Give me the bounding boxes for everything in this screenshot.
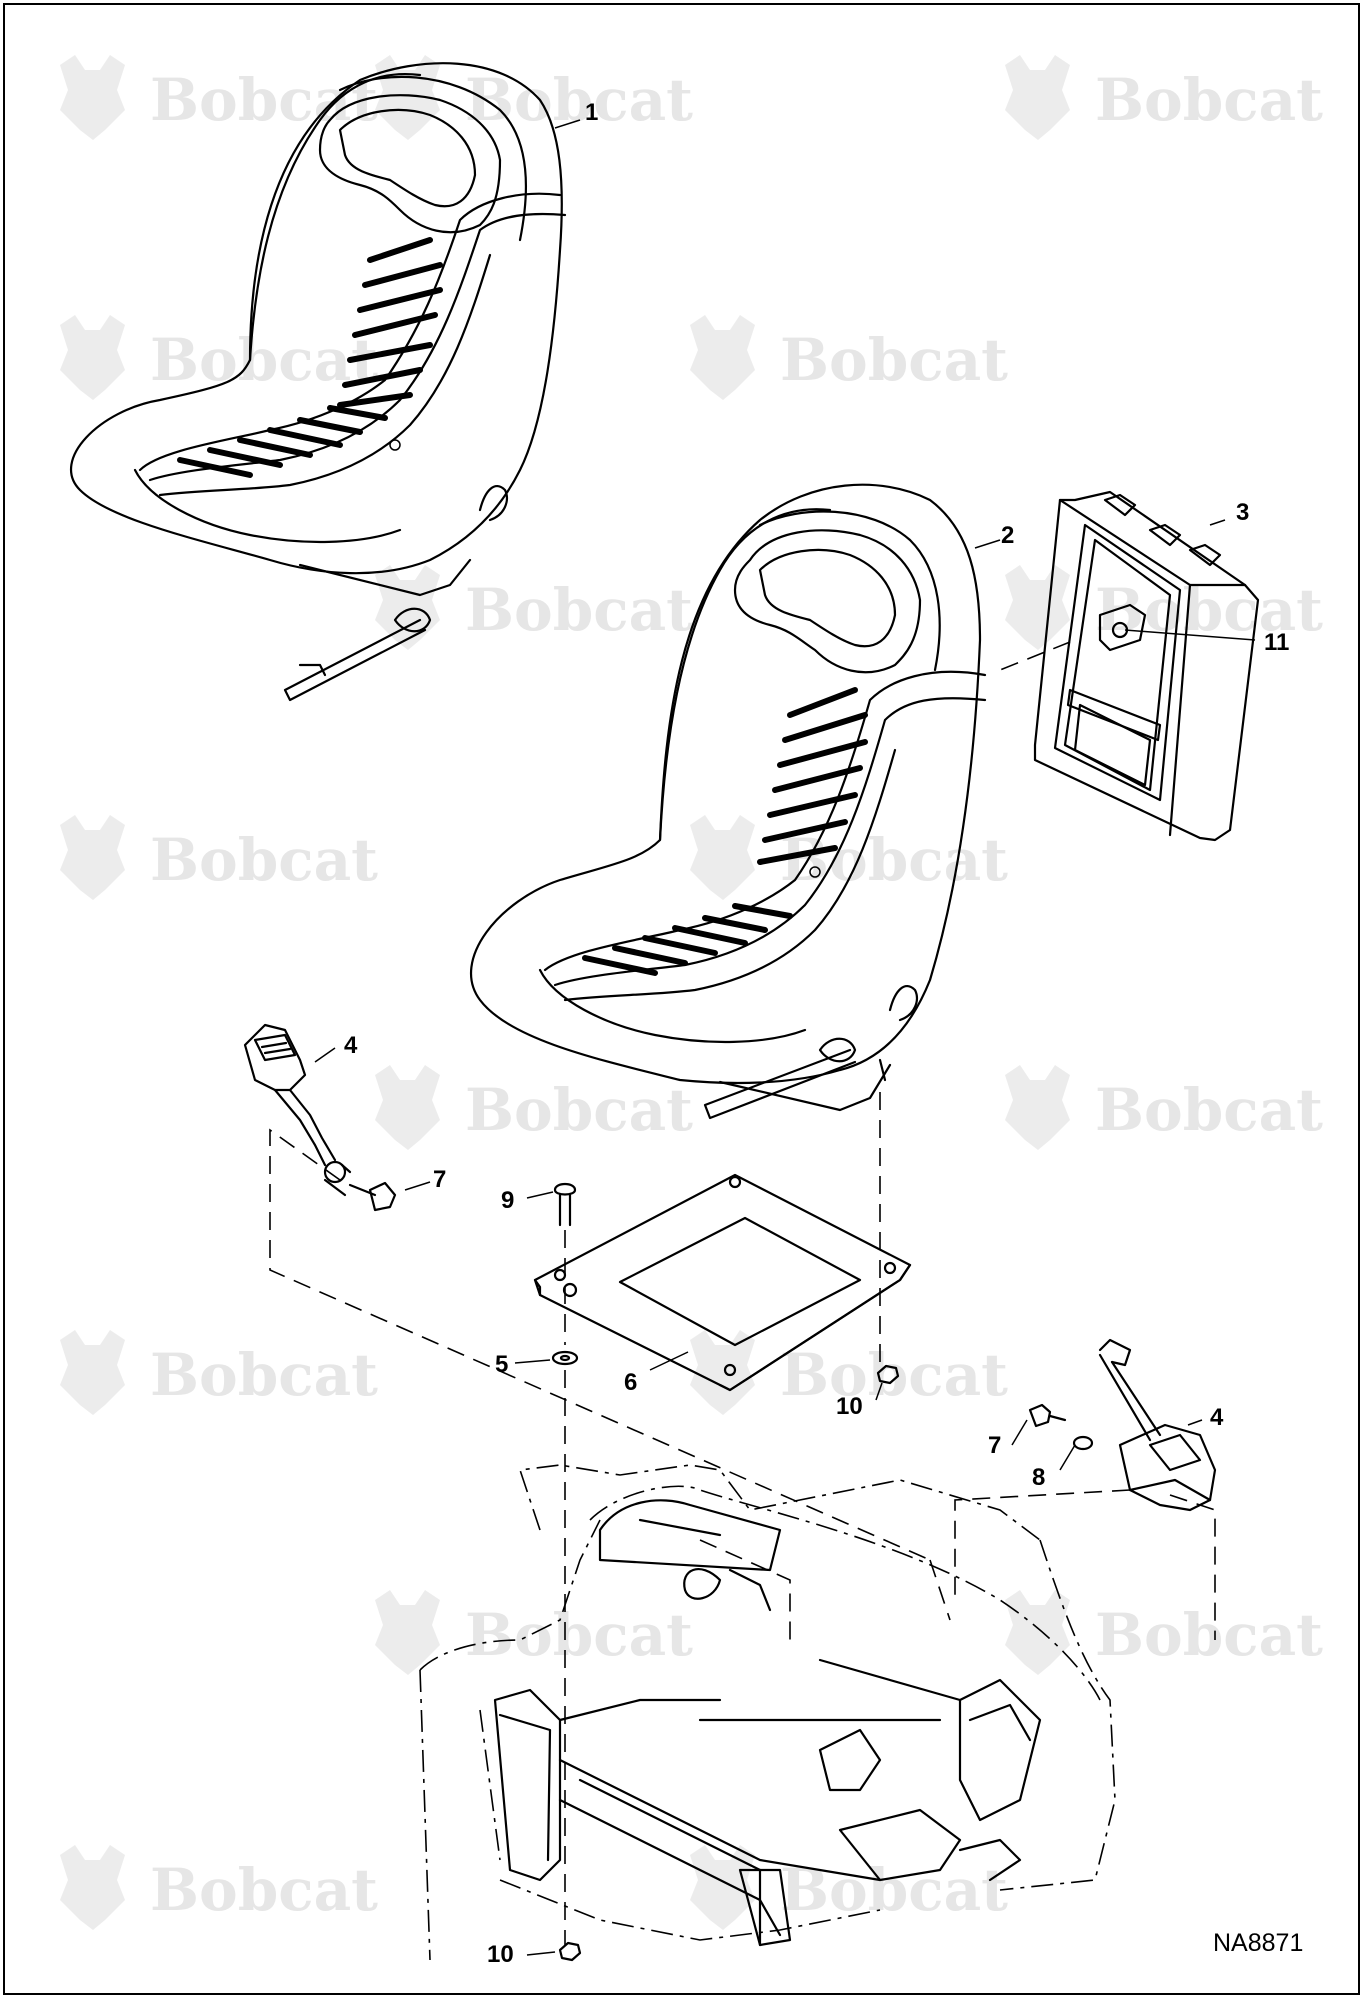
watermark: Bobcat xyxy=(375,565,693,650)
callout-2: 2 xyxy=(1001,522,1014,549)
watermark-text: Bobcat xyxy=(150,1856,378,1924)
callout-10-top: 10 xyxy=(836,1393,863,1420)
assembly-lines xyxy=(269,641,1216,1945)
callout-labels: 1 2 3 11 4 7 9 5 6 10 4 7 8 10 xyxy=(344,99,1289,1968)
watermark-text: Bobcat xyxy=(465,576,693,644)
watermark-text: Bobcat xyxy=(465,1601,693,1669)
callout-4-right: 4 xyxy=(1210,1404,1224,1431)
bobcat-logo-icon xyxy=(375,1065,440,1150)
seat-2 xyxy=(469,483,987,1120)
bobcat-logo-icon xyxy=(690,815,755,900)
watermark-text: Bobcat xyxy=(780,826,1008,894)
bobcat-logo-icon xyxy=(60,1330,125,1415)
watermark: Bobcat xyxy=(60,1330,378,1415)
watermark-text: Bobcat xyxy=(780,1856,1008,1924)
bobcat-logo-icon xyxy=(1005,1590,1070,1675)
watermark-text: Bobcat xyxy=(1095,1601,1323,1669)
seat-belt-buckle-right xyxy=(1098,1338,1217,1512)
bobcat-logo-icon xyxy=(375,1590,440,1675)
leader-lines xyxy=(314,119,1256,1956)
fasteners xyxy=(551,1182,1094,1962)
watermark: Bobcat xyxy=(60,815,378,900)
watermark: Bobcat xyxy=(375,1590,693,1675)
seat-back-panel-3 xyxy=(1033,490,1260,842)
watermark: Bobcat xyxy=(60,1845,378,1930)
bobcat-logo-icon xyxy=(60,315,125,400)
callout-11: 11 xyxy=(1264,629,1289,656)
watermark: Bobcat xyxy=(1005,1065,1323,1150)
watermark-text: Bobcat xyxy=(465,66,693,134)
watermark-text: Bobcat xyxy=(780,326,1008,394)
diagram-frame xyxy=(3,3,1360,1995)
bobcat-logo-icon xyxy=(1005,1065,1070,1150)
watermark: Bobcat xyxy=(1005,55,1323,140)
watermark: Bobcat xyxy=(375,1065,693,1150)
watermark: Bobcat xyxy=(690,1330,1008,1415)
seat-1 xyxy=(69,62,567,702)
machine-frame xyxy=(419,1464,1116,1961)
watermark-text: Bobcat xyxy=(150,326,378,394)
figure-id: NA8871 xyxy=(1213,1929,1303,1957)
watermark-text: Bobcat xyxy=(150,1341,378,1409)
callout-7-right: 7 xyxy=(988,1432,1001,1459)
bobcat-logo-icon xyxy=(1005,565,1070,650)
callout-6: 6 xyxy=(624,1369,637,1396)
watermark-text: Bobcat xyxy=(150,826,378,894)
watermark: Bobcat xyxy=(60,315,378,400)
callout-1: 1 xyxy=(585,99,598,126)
watermark-text: Bobcat xyxy=(780,1341,1008,1409)
callout-4-left: 4 xyxy=(344,1032,358,1059)
bobcat-logo-icon xyxy=(690,1330,755,1415)
callout-9: 9 xyxy=(501,1187,514,1214)
watermark-text: Bobcat xyxy=(1095,1076,1323,1144)
watermark: Bobcat xyxy=(60,55,378,140)
watermark: Bobcat xyxy=(690,315,1008,400)
bobcat-logo-icon xyxy=(1005,55,1070,140)
bobcat-logo-icon xyxy=(60,55,125,140)
callout-7-left: 7 xyxy=(433,1166,446,1193)
watermark-text: Bobcat xyxy=(1095,576,1323,644)
watermark: Bobcat xyxy=(690,1845,1008,1930)
bobcat-logo-icon xyxy=(690,315,755,400)
callout-10-bottom: 10 xyxy=(487,1941,514,1968)
watermark: Bobcat xyxy=(1005,565,1323,650)
bobcat-logo-icon xyxy=(690,1845,755,1930)
seat-belt-buckle-left xyxy=(243,1023,397,1212)
callout-3: 3 xyxy=(1236,499,1249,526)
bobcat-logo-icon xyxy=(60,815,125,900)
bobcat-logo-icon xyxy=(60,1845,125,1930)
callout-5: 5 xyxy=(495,1351,508,1378)
watermark-text: Bobcat xyxy=(1095,66,1323,134)
watermark-text: Bobcat xyxy=(150,66,378,134)
watermark-text: Bobcat xyxy=(465,1076,693,1144)
callout-8: 8 xyxy=(1032,1464,1045,1491)
watermark: Bobcat xyxy=(690,815,1008,900)
watermark: Bobcat xyxy=(1005,1590,1323,1675)
